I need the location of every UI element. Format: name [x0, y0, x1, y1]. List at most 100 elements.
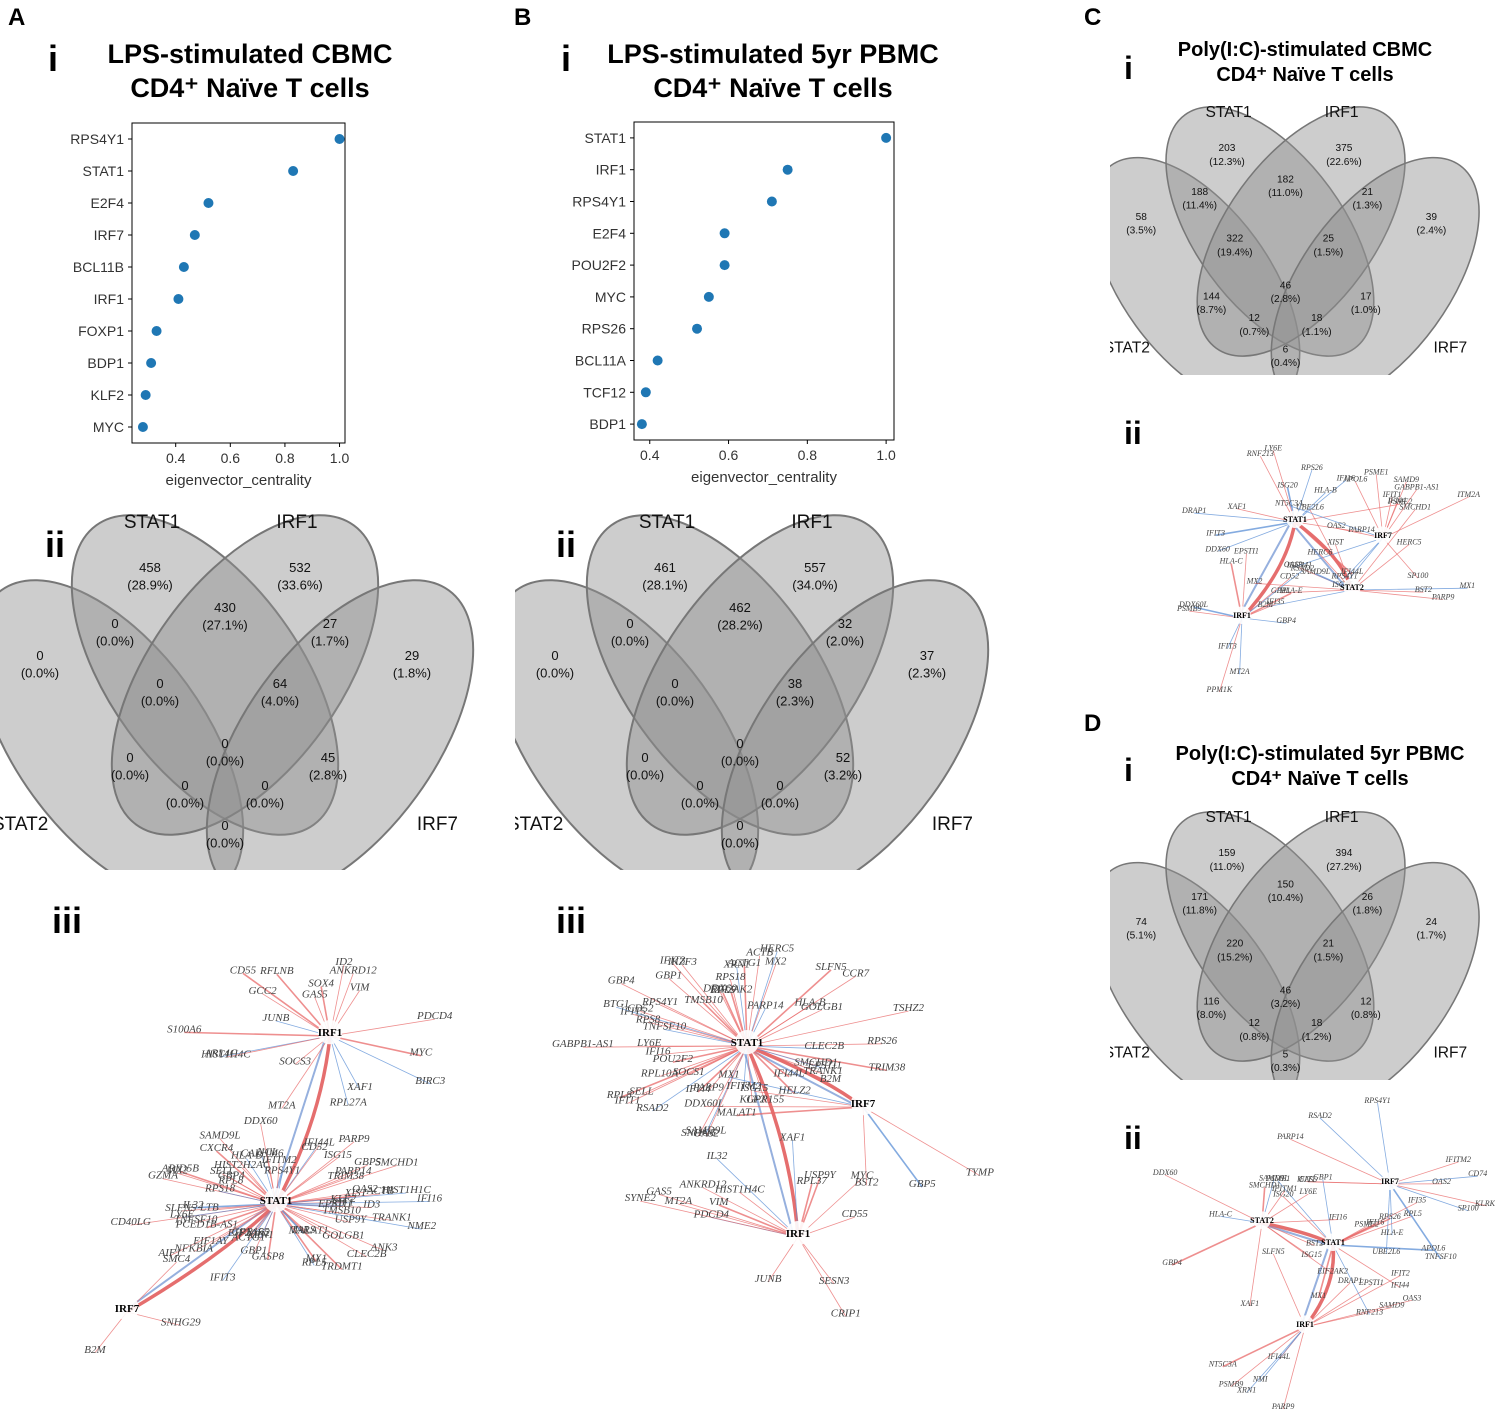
venn-region-count: 0	[126, 750, 133, 765]
gene-node-label: SLFN5	[1262, 1247, 1285, 1256]
venn-region-count: 0	[626, 616, 633, 631]
gene-node-label: GBP5	[354, 1156, 381, 1168]
edge	[275, 1191, 366, 1205]
venn-region-percent: (0.0%)	[721, 754, 759, 769]
edge	[1280, 589, 1353, 594]
category-label: STAT1	[83, 163, 125, 179]
venn-region-percent: (27.1%)	[202, 618, 248, 633]
gene-node-label: SAMD9	[1394, 475, 1419, 484]
hub-node-label: STAT1	[1321, 1238, 1345, 1247]
gene-node-label: RPL5	[710, 984, 737, 996]
subpanel-b-iii-label: iii	[556, 900, 587, 941]
venn-region-count: 171	[1191, 892, 1208, 903]
hub-node-label: IRF7	[851, 1098, 876, 1110]
hub-edge	[274, 1035, 332, 1205]
edge	[1389, 1183, 1442, 1260]
gene-node-label: DRAP1	[1337, 1276, 1362, 1285]
gene-node-label: SP100	[1458, 1204, 1479, 1213]
edge	[1351, 544, 1410, 591]
hub-edge	[271, 1035, 327, 1205]
gene-node-label: RSAD2	[1290, 564, 1315, 573]
venn-region-count: 0	[221, 736, 228, 751]
gene-node-label: IFIT5	[619, 1005, 646, 1017]
gene-node-label: OAS2	[352, 1183, 378, 1195]
venn-region-count: 0	[776, 778, 783, 793]
gene-node-label: MT2A	[267, 1099, 296, 1111]
panel-b-title-line2: CD4⁺ Naïve T cells	[653, 72, 893, 103]
x-tick-label: 0.8	[798, 447, 818, 463]
gene-node-label: DDX60	[702, 983, 737, 995]
edge	[225, 1035, 331, 1058]
venn-region-percent: (1.1%)	[1302, 327, 1332, 338]
gene-node-label: ARID5B	[161, 1163, 200, 1175]
venn-region-percent: (1.3%)	[1352, 201, 1382, 212]
venn-region-count: 17	[1360, 291, 1372, 302]
edge	[275, 1203, 367, 1258]
hub-node-label: STAT1	[731, 1037, 764, 1049]
edge	[754, 1090, 864, 1108]
x-tick-label: 1.0	[330, 450, 350, 466]
gene-node-label: IFITM1	[1286, 561, 1312, 570]
venn-region-percent: (0.0%)	[681, 796, 719, 811]
venn-region-percent: (0.7%)	[1239, 327, 1269, 338]
edge	[640, 1010, 748, 1047]
edge	[708, 1045, 748, 1091]
set-irf1-ellipse	[110, 514, 380, 836]
venn-region-count: 58	[1136, 212, 1148, 223]
gene-node-label: ISG15	[1331, 580, 1352, 589]
gene-node-label: EPSTI1	[317, 1198, 352, 1210]
gene-node-label: HLA-C	[1208, 1209, 1233, 1218]
venn-region-count: 39	[1426, 212, 1438, 223]
data-point	[151, 326, 162, 336]
edge	[672, 963, 748, 1047]
venn-region-percent: (8.0%)	[1196, 1010, 1226, 1021]
hub-edge	[1237, 521, 1292, 619]
network-a-iii: CD55RPL27AVIMPDCD4ARL4CBIRC3HIST1H4CSOX4…	[84, 956, 453, 1356]
edge	[1389, 1183, 1488, 1207]
x-tick-label: 0.4	[640, 447, 660, 463]
edge	[621, 983, 748, 1047]
category-label: BCL11A	[575, 353, 627, 369]
gene-node-label: XAF1	[346, 1081, 373, 1093]
venn-set-label: STAT2	[1110, 1044, 1150, 1061]
gene-node-label: HLA-C	[1219, 557, 1244, 566]
venn-region-percent: (1.8%)	[393, 666, 431, 681]
gene-node-label: POU2F2	[652, 1053, 694, 1065]
gene-node-label: NT5C3A	[1208, 1360, 1237, 1369]
category-label: TCF12	[583, 384, 626, 400]
edge	[329, 1018, 435, 1037]
gene-node-label: PARP9	[1431, 592, 1455, 601]
edge	[1382, 537, 1419, 579]
edge	[281, 1035, 331, 1109]
category-label: E2F4	[91, 195, 125, 211]
gene-node-label: BST2	[1415, 585, 1432, 594]
edge	[275, 1203, 392, 1221]
gene-node-label: TMSB10	[322, 1204, 361, 1216]
venn-region-percent: (0.0%)	[611, 634, 649, 649]
gene-node-label: SAMD9	[1379, 1300, 1404, 1309]
venn-region-percent: (1.5%)	[1313, 247, 1343, 258]
edge	[329, 1035, 431, 1085]
edge	[862, 1106, 867, 1186]
gene-node-label: HLA-B	[1313, 486, 1337, 495]
edge	[181, 1203, 277, 1218]
edge	[1304, 1275, 1401, 1328]
edge	[184, 1031, 331, 1037]
gene-node-label: B2M	[820, 1073, 842, 1085]
edge	[1254, 582, 1353, 591]
category-label: BDP1	[87, 355, 124, 371]
edge	[275, 1165, 397, 1205]
edge	[697, 1045, 748, 1093]
edge	[275, 1203, 317, 1262]
gene-node-label: IFI44L	[772, 1068, 804, 1080]
hub-node	[1374, 526, 1392, 544]
gene-node-label: CALHM6	[241, 1148, 284, 1160]
venn-region-count: 0	[261, 778, 268, 793]
gene-node-label: PDCD4	[693, 1209, 730, 1221]
gene-node-label: LY6E	[1263, 443, 1282, 452]
set-stat2-ellipse	[0, 579, 245, 870]
edge	[1332, 1218, 1391, 1246]
edge	[1265, 589, 1353, 608]
edges	[1164, 1102, 1488, 1410]
venn-region-count: 322	[1226, 234, 1243, 245]
